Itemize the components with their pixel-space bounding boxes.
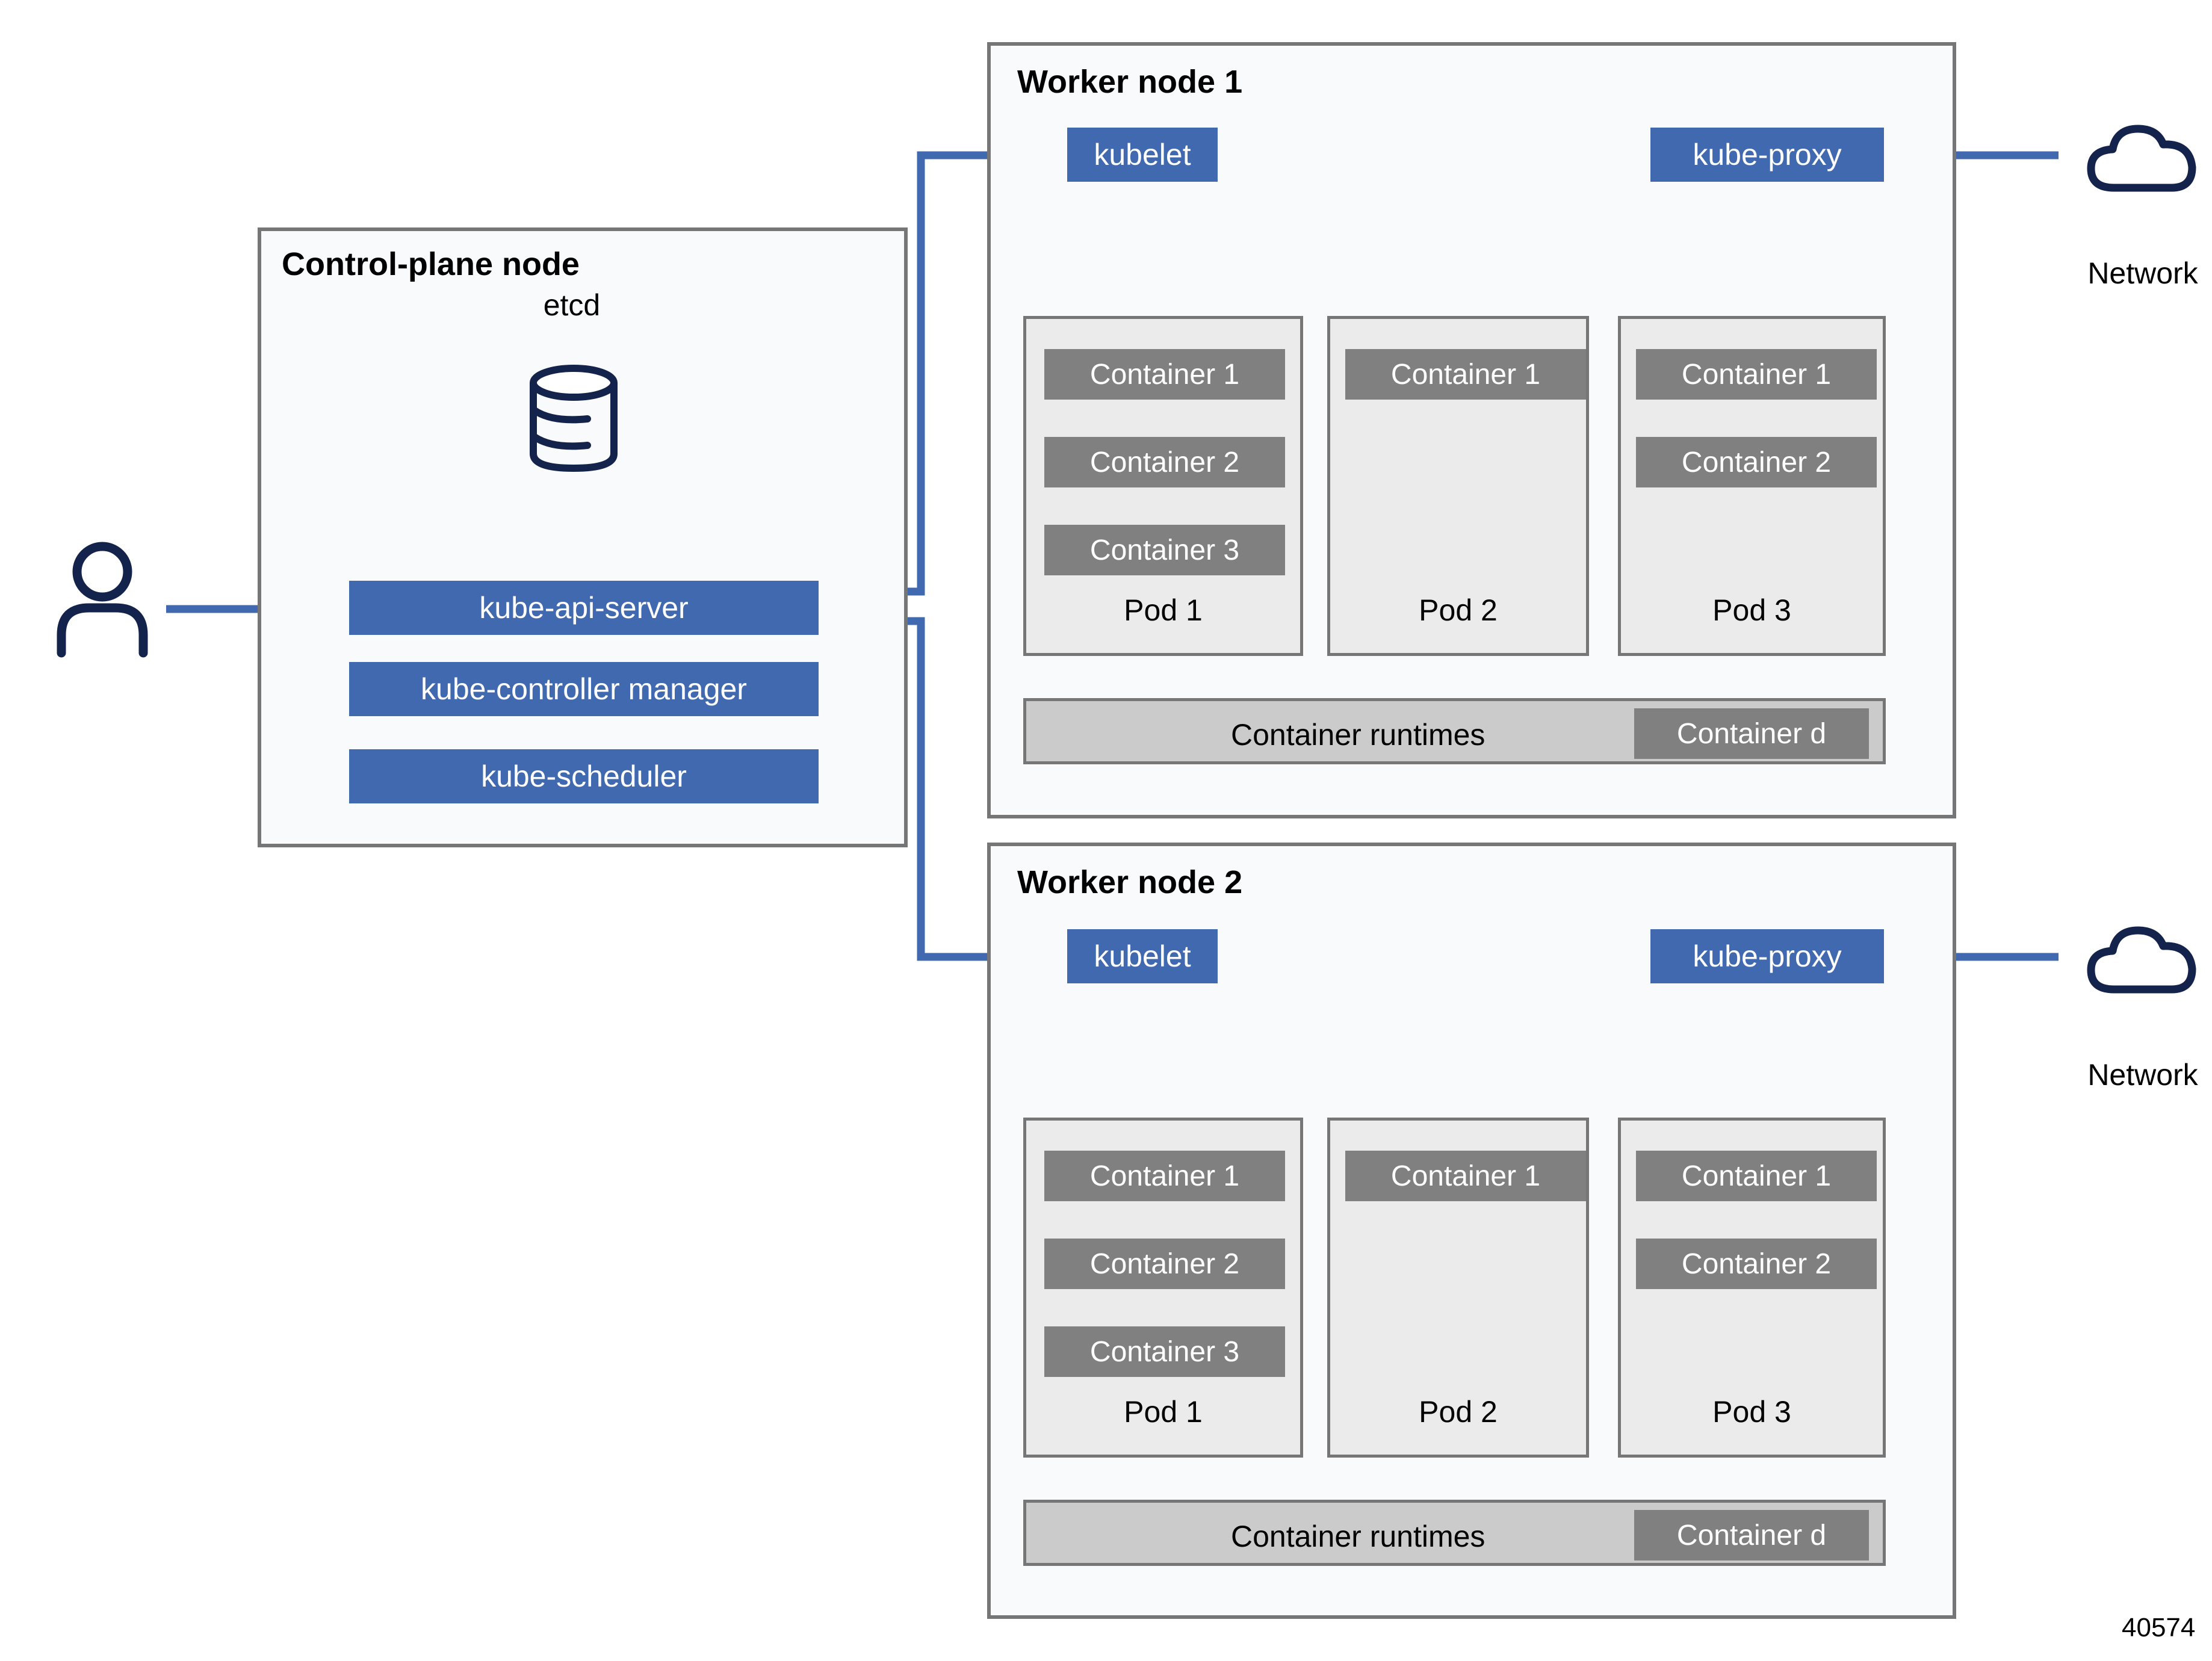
worker-1-kube-proxy-box[interactable]: kube-proxy [1650, 128, 1884, 182]
container-box[interactable]: Container 2 [1636, 1239, 1877, 1289]
etcd-label: etcd [543, 288, 601, 322]
network-1-label: Network [2087, 256, 2198, 290]
container-box[interactable]: Container 2 [1044, 437, 1285, 487]
worker-1-pod-1[interactable]: Container 1 Container 2 Container 3 Pod … [1023, 316, 1303, 656]
worker-node-1-title: Worker node 1 [1017, 64, 1243, 100]
kube-controller-manager-box[interactable]: kube-controller manager [349, 662, 819, 716]
container-box[interactable]: Container 2 [1636, 437, 1877, 487]
worker-1-runtime-label: Container runtimes [1231, 718, 1486, 752]
container-box[interactable]: Container 1 [1345, 349, 1586, 400]
cloud-icon [2087, 926, 2196, 994]
container-box[interactable]: Container 1 [1044, 349, 1285, 400]
container-box[interactable]: Container 1 [1044, 1151, 1285, 1201]
worker-node-2-title: Worker node 2 [1017, 864, 1243, 900]
user-person-icon [57, 542, 148, 658]
kube-scheduler-box[interactable]: kube-scheduler [349, 749, 819, 803]
container-box[interactable]: Container 1 [1345, 1151, 1586, 1201]
worker-1-pod-2[interactable]: Container 1 Pod 2 [1327, 316, 1589, 656]
container-box[interactable]: Container 3 [1044, 1326, 1285, 1377]
pod-label: Pod 2 [1419, 593, 1498, 627]
pod-label: Pod 3 [1712, 1395, 1791, 1429]
worker-1-container-runtimes-bar[interactable]: Container runtimes Container d [1023, 698, 1886, 764]
worker-2-pod-1[interactable]: Container 1 Container 2 Container 3 Pod … [1023, 1118, 1303, 1458]
control-plane-node-frame [258, 227, 908, 847]
database-cylinder-icon [530, 365, 618, 472]
container-box[interactable]: Container 1 [1636, 349, 1877, 400]
container-box[interactable]: Container 3 [1044, 525, 1285, 575]
control-plane-title: Control-plane node [282, 246, 580, 282]
container-box[interactable]: Container 2 [1044, 1239, 1285, 1289]
worker-2-kubelet-box[interactable]: kubelet [1067, 929, 1218, 983]
cloud-icon [2087, 125, 2196, 192]
network-2-label: Network [2087, 1058, 2198, 1092]
worker-2-pod-3[interactable]: Container 1 Container 2 Pod 3 [1618, 1118, 1886, 1458]
figure-number: 40574 [2122, 1613, 2196, 1642]
worker-2-container-runtimes-bar[interactable]: Container runtimes Container d [1023, 1500, 1886, 1566]
pod-label: Pod 3 [1712, 593, 1791, 627]
worker-1-containerd-box[interactable]: Container d [1634, 708, 1869, 759]
worker-2-kube-proxy-box[interactable]: kube-proxy [1650, 929, 1884, 983]
worker-1-pod-3[interactable]: Container 1 Container 2 Pod 3 [1618, 316, 1886, 656]
pod-label: Pod 1 [1124, 593, 1203, 627]
pod-label: Pod 2 [1419, 1395, 1498, 1429]
container-box[interactable]: Container 1 [1636, 1151, 1877, 1201]
pod-label: Pod 1 [1124, 1395, 1203, 1429]
worker-1-kubelet-box[interactable]: kubelet [1067, 128, 1218, 182]
worker-2-containerd-box[interactable]: Container d [1634, 1510, 1869, 1560]
worker-2-runtime-label: Container runtimes [1231, 1520, 1486, 1553]
worker-2-pod-2[interactable]: Container 1 Pod 2 [1327, 1118, 1589, 1458]
kube-api-server-box[interactable]: kube-api-server [349, 581, 819, 635]
